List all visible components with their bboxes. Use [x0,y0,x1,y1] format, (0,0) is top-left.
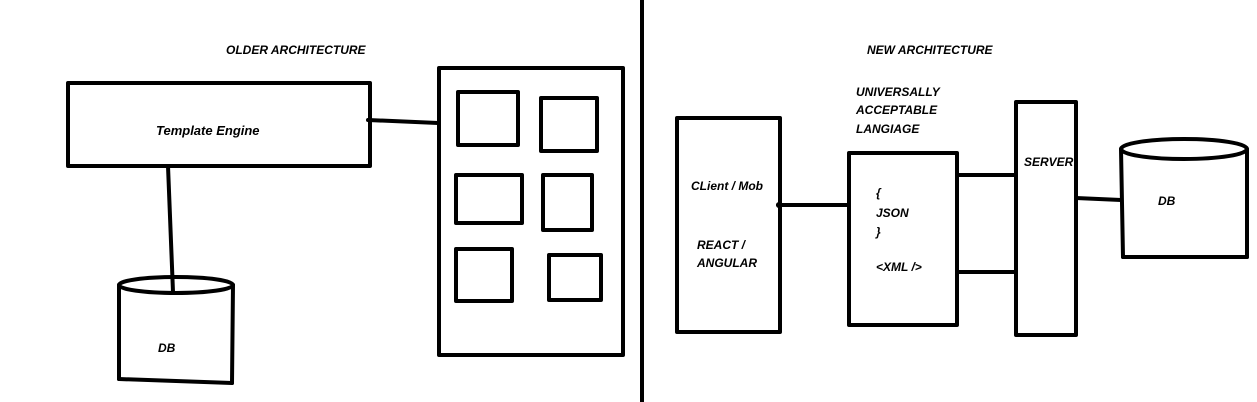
template-to-db-connector [166,164,175,294]
new-db-cylinder [1119,137,1249,259]
server-label: SERVER [1024,155,1074,169]
page-widget-2 [539,96,599,153]
old-db-label: DB [158,341,176,355]
page-widget-6 [547,253,603,302]
client-box [675,116,782,334]
format-xml-label: <XML /> [876,260,922,274]
template-engine-box [66,81,372,168]
new-db-label: DB [1158,194,1176,208]
framework-line-2: ANGULAR [696,256,757,270]
format-brace-close: } [875,225,881,239]
template-engine-label: Template Engine [156,123,260,138]
template-to-page-connector [366,118,440,125]
framework-line-1: REACT / [697,238,747,252]
client-label: CLient / Mob [691,179,763,193]
connector-dot [776,202,782,208]
page-widget-3 [454,173,524,225]
page-widget-1 [456,90,520,147]
page-widget-5 [454,247,514,303]
universal-language-line-3: LANGIAGE [856,122,920,136]
page-widget-4 [541,173,594,232]
rendered-page-box [437,66,625,357]
format-json-label: JSON [876,206,909,220]
new-architecture-title: NEW ARCHITECTURE [867,43,994,57]
old-db-cylinder [117,275,235,385]
older-architecture-title: OLDER ARCHITECTURE [226,43,367,57]
universal-language-line-1: UNIVERSALLY [856,85,941,99]
server-box [1014,100,1078,337]
universal-language-line-2: ACCEPTABLE [855,103,938,117]
server-to-db-connector [1074,196,1123,202]
format-brace-open: { [876,186,882,200]
format-box [847,151,959,327]
